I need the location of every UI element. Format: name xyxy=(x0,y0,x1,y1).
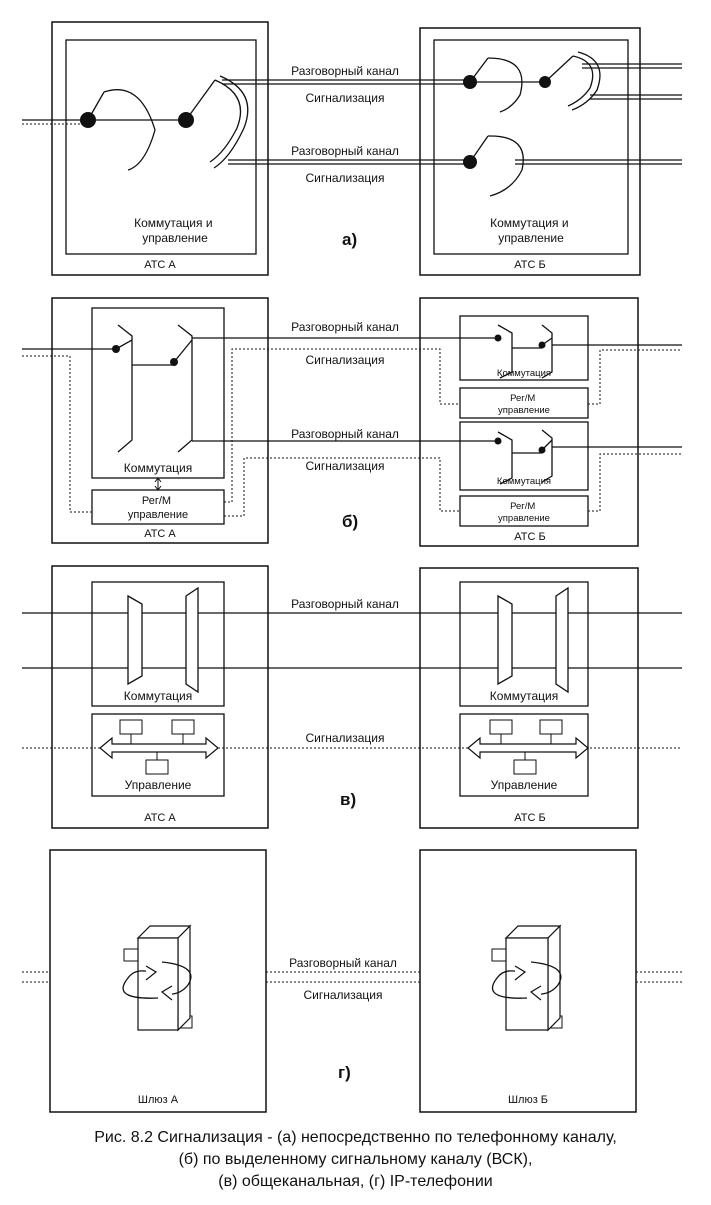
exchange-b-outer xyxy=(419,297,639,547)
control-label: Управление xyxy=(491,778,558,792)
voice-channel-label: Разговорный канал xyxy=(291,427,399,441)
gateway-a-device xyxy=(122,924,193,1032)
signaling-diagram: Разговорный канал Сигнализация Разговорн… xyxy=(22,21,682,1113)
exchange-b-outer xyxy=(419,567,639,829)
exchange-a-label: АТС А xyxy=(144,812,176,824)
signaling-label: Сигнализация xyxy=(305,171,384,185)
voice-channel-label: Разговорный канал xyxy=(291,64,399,78)
panel-a: Разговорный канал Сигнализация Разговорн… xyxy=(22,21,682,276)
gateway-b-box xyxy=(419,849,637,1113)
switch-node xyxy=(494,334,502,342)
voice-channel-label: Разговорный канал xyxy=(289,956,397,970)
exchange-b-label: АТС Б xyxy=(514,812,545,824)
switch-node xyxy=(494,437,502,445)
panel-letter-a: а) xyxy=(342,230,357,249)
panel-g: Разговорный канал Сигнализация Шлюз А Шл… xyxy=(22,849,682,1113)
signaling-label: Сигнализация xyxy=(303,988,382,1002)
gateway-a-box xyxy=(49,849,267,1113)
exchange-a-label: АТС А xyxy=(144,528,176,540)
voice-channel-label: Разговорный канал xyxy=(291,597,399,611)
signaling-label: Сигнализация xyxy=(305,459,384,473)
exchange-b-outer xyxy=(419,27,641,276)
switching-control-label: Коммутация и управление xyxy=(134,216,216,245)
switching-label: Коммутация xyxy=(497,476,551,487)
switching-block xyxy=(459,581,589,707)
switching-label: Коммутация xyxy=(497,368,551,379)
panel-b: Разговорный канал Сигнализация Разговорн… xyxy=(22,297,682,547)
exchange-a-outer xyxy=(51,565,269,829)
exchange-a-outer xyxy=(51,297,269,544)
voice-channel-label: Разговорный канал xyxy=(291,144,399,158)
panel-v: Разговорный канал Сигнализация Коммутаци… xyxy=(22,565,682,829)
signaling-label: Сигнализация xyxy=(305,353,384,367)
gateway-b-label: Шлюз Б xyxy=(508,1094,548,1106)
exchange-a-outer xyxy=(51,21,269,276)
switching-label: Коммутация xyxy=(124,689,192,703)
exchange-b-label: АТС Б xyxy=(514,259,545,271)
signaling-label: Сигнализация xyxy=(305,91,384,105)
switching-block xyxy=(91,307,225,479)
switching-control-label: Коммутация и управление xyxy=(490,216,572,245)
panel-letter-b: б) xyxy=(342,512,358,531)
caption-line-2: (б) по выделенному сигнальному каналу (В… xyxy=(178,1151,533,1168)
reg-control-block xyxy=(459,387,589,419)
switching-block xyxy=(91,581,225,707)
control-block xyxy=(459,713,589,797)
panel-letter-g: г) xyxy=(338,1063,351,1082)
control-block xyxy=(91,713,225,797)
reg-control-label: Рег/М управление xyxy=(498,393,550,416)
panel-letter-v: в) xyxy=(340,790,356,809)
gateway-b-device xyxy=(491,924,563,1032)
gateway-a-label: Шлюз А xyxy=(138,1094,179,1106)
switching-label: Коммутация xyxy=(124,461,192,475)
caption-line-1: Рис. 8.2 Сигнализация - (а) непосредстве… xyxy=(94,1129,617,1146)
switching-block xyxy=(459,315,589,381)
switching-label: Коммутация xyxy=(490,689,558,703)
reg-control-label: Рег/М управление xyxy=(498,501,550,524)
voice-channel-label: Разговорный канал xyxy=(291,320,399,334)
switching-block xyxy=(459,421,589,491)
control-label: Управление xyxy=(125,778,192,792)
exchange-a-label: АТС А xyxy=(144,259,176,271)
reg-control-label: Рег/М управление xyxy=(128,495,188,521)
signaling-label: Сигнализация xyxy=(305,731,384,745)
exchange-b-label: АТС Б xyxy=(514,531,545,543)
exchange-b-inner xyxy=(433,39,629,255)
figure-caption: Рис. 8.2 Сигнализация - (а) непосредстве… xyxy=(0,1127,711,1193)
exchange-a-inner xyxy=(65,39,257,255)
caption-line-3: (в) общеканальная, (г) IP-телефонии xyxy=(218,1173,493,1190)
